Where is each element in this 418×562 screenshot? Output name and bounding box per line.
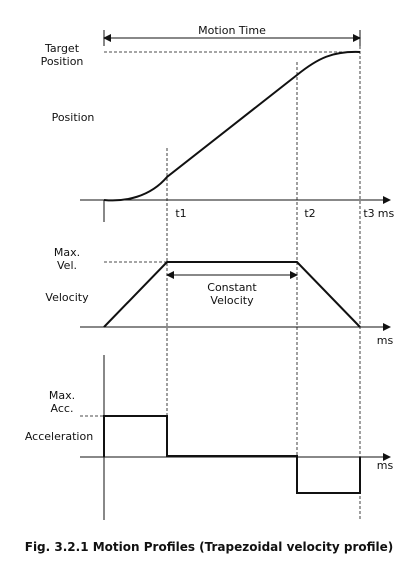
- position-panel: Target Position Position t1 t2 t3 ms: [41, 42, 395, 222]
- target-position-label-line2: Position: [41, 55, 84, 68]
- acceleration-panel: Max. Acc. Acceleration ms: [25, 355, 394, 520]
- velocity-ylabel: Velocity: [45, 291, 89, 304]
- position-ylabel: Position: [52, 111, 95, 124]
- max-acceleration-label-line2: Acc.: [51, 402, 74, 415]
- t2-label: t2: [304, 207, 315, 220]
- acceleration-ylabel: Acceleration: [25, 430, 93, 443]
- target-position-label-line1: Target: [44, 42, 80, 55]
- position-unit-label: ms: [378, 207, 395, 220]
- time-markers: [166, 46, 361, 520]
- motion-time-label: Motion Time: [198, 24, 266, 37]
- constant-velocity-label-line1: Constant: [207, 281, 257, 294]
- position-curve: [103, 50, 361, 202]
- motion-time-dimension: Motion Time: [103, 24, 361, 46]
- figure-caption: Fig. 3.2.1 Motion Profiles (Trapezoidal …: [25, 540, 393, 554]
- velocity-unit-label: ms: [377, 334, 394, 347]
- t1-label: t1: [175, 207, 186, 220]
- velocity-panel: Max. Vel. Velocity Constant Velocity ms: [45, 246, 393, 347]
- acceleration-unit-label: ms: [377, 459, 394, 472]
- t3-label: t3: [363, 207, 374, 220]
- velocity-curve: [103, 261, 361, 328]
- max-velocity-label-line1: Max.: [54, 246, 80, 259]
- constant-velocity-label-line2: Velocity: [210, 294, 254, 307]
- max-acceleration-label-line1: Max.: [49, 389, 75, 402]
- acceleration-curve: [103, 415, 361, 494]
- max-velocity-label-line2: Vel.: [57, 259, 77, 272]
